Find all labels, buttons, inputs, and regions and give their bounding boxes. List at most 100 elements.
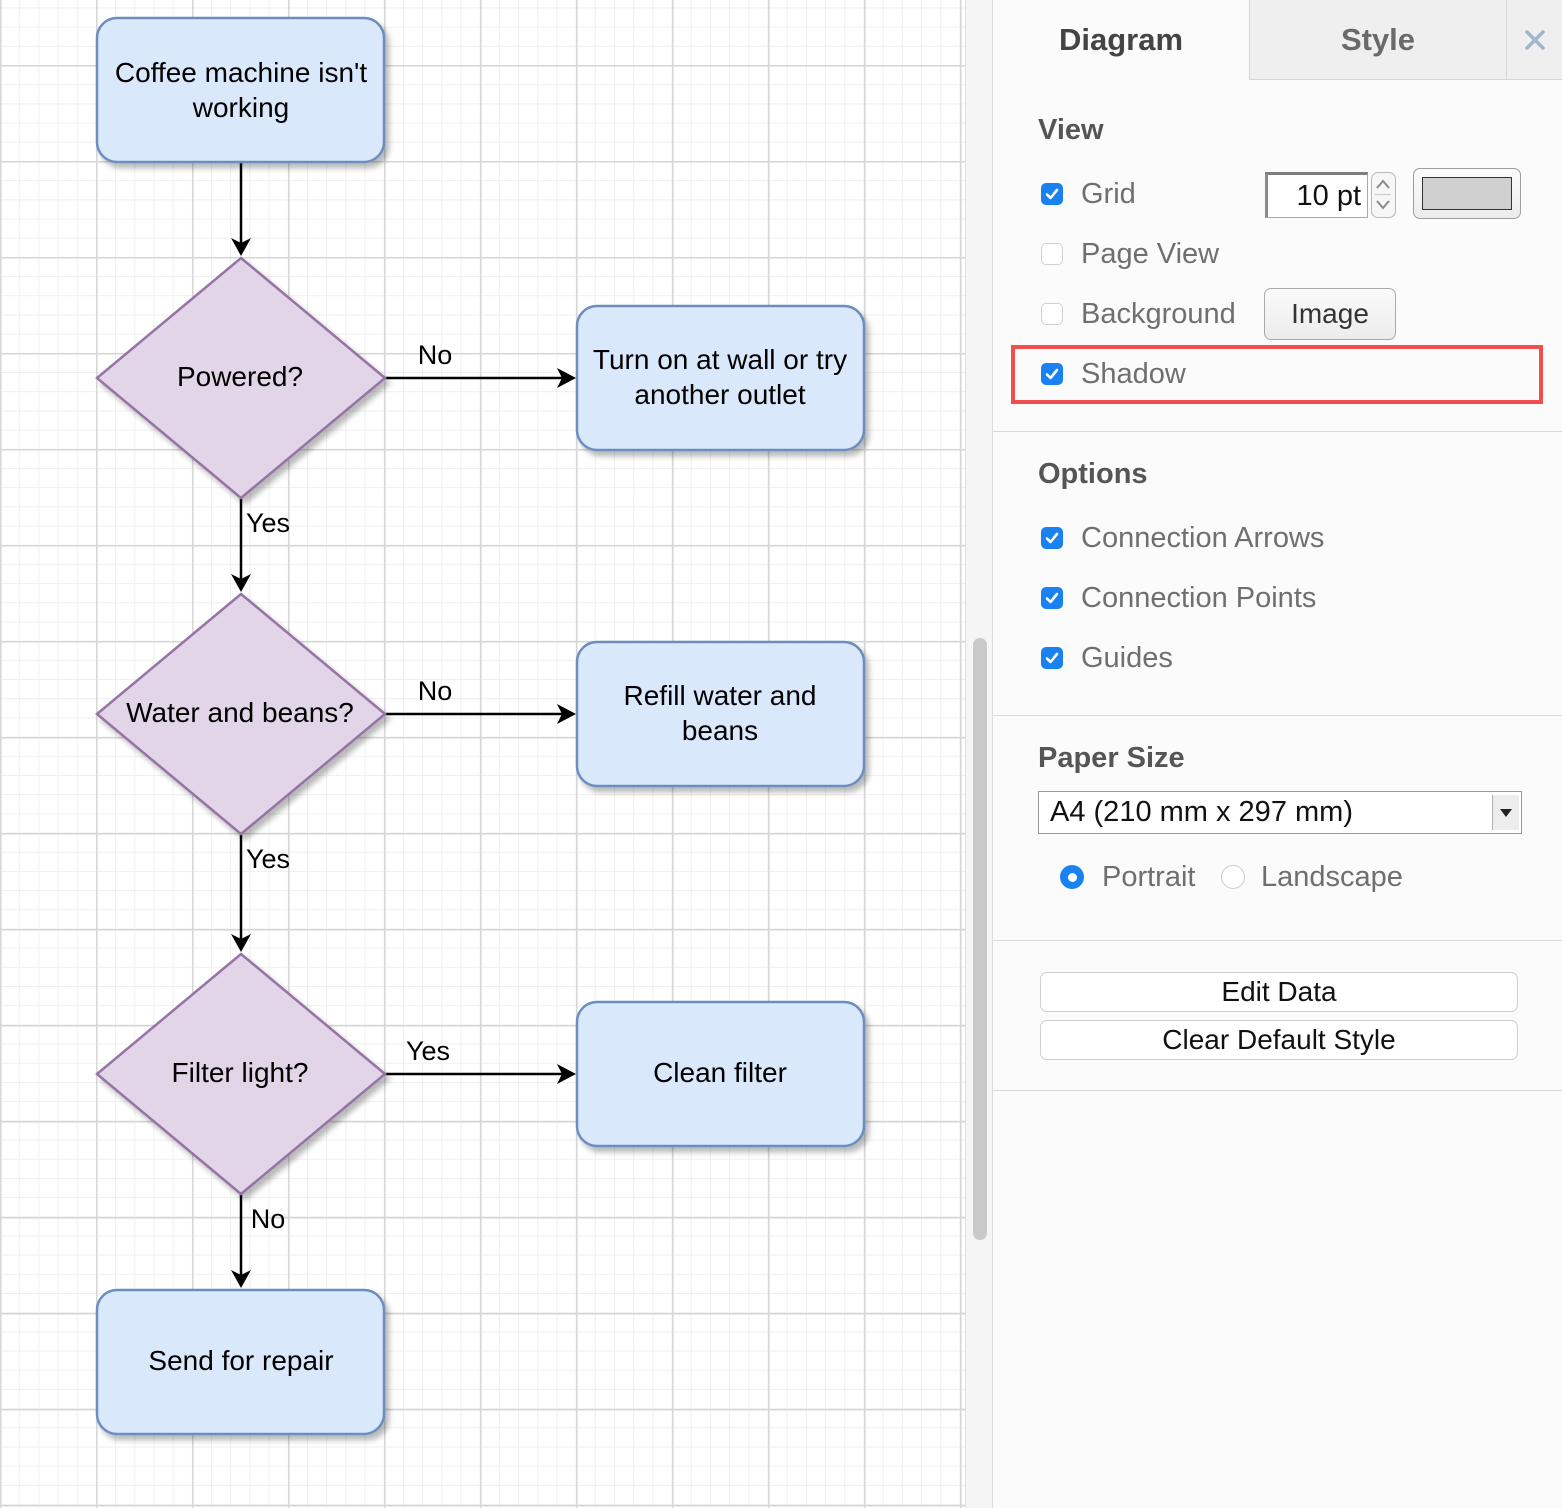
view-section-title: View: [1038, 114, 1104, 146]
arrowhead: [557, 704, 576, 724]
canvas-scrollbar-track[interactable]: [965, 0, 993, 1508]
connection-points-checkbox[interactable]: [1041, 587, 1063, 609]
landscape-radio[interactable]: [1221, 865, 1245, 889]
grid-checkbox[interactable]: [1041, 183, 1063, 205]
node-powered[interactable]: Powered?: [95, 256, 387, 500]
connection-arrows-label: Connection Arrows: [1081, 521, 1325, 554]
background-image-button[interactable]: Image: [1264, 288, 1396, 340]
svg-text:Filter light?: Filter light?: [172, 1057, 309, 1088]
node-text-line: beans: [682, 715, 758, 746]
landscape-label: Landscape: [1261, 860, 1403, 893]
edit-data-button[interactable]: Edit Data: [1040, 972, 1518, 1012]
shadow-highlight-box: [1011, 345, 1543, 404]
checkmark-icon: [1045, 368, 1059, 380]
node-text-line: Send for repair: [148, 1345, 333, 1376]
checkmark-icon: [1045, 532, 1059, 544]
background-label: Background: [1081, 297, 1236, 330]
guides-checkbox[interactable]: [1041, 647, 1063, 669]
diagram-canvas[interactable]: No Yes No Yes Yes No Coffee machine isn'…: [0, 0, 965, 1508]
arrowhead: [557, 368, 576, 388]
page-view-label: Page View: [1081, 237, 1220, 270]
dropdown-arrow-icon: [1492, 795, 1519, 830]
edge-label-water-yes[interactable]: Yes: [246, 844, 290, 874]
tab-style-label: Style: [1340, 21, 1416, 57]
format-panel: Diagram Style View Grid 10 pt Page View …: [993, 0, 1562, 1508]
node-filter-light[interactable]: Filter light?: [95, 952, 387, 1196]
arrowhead: [557, 1064, 576, 1084]
tab-diagram-label: Diagram: [1058, 22, 1184, 57]
grid-color-swatch: [1422, 177, 1512, 210]
node-text-line: Turn on at wall or try: [593, 344, 847, 375]
node-text-line: another outlet: [634, 379, 805, 410]
grid-size-input[interactable]: 10 pt: [1265, 172, 1368, 218]
arrowhead: [231, 1270, 251, 1288]
tab-style[interactable]: Style: [1249, 0, 1506, 80]
grid-size-stepper[interactable]: [1371, 172, 1396, 218]
svg-text:Send for repair: Send for repair: [148, 1345, 333, 1376]
close-panel-button[interactable]: [1506, 0, 1562, 80]
node-text-line: Clean filter: [653, 1057, 787, 1088]
edge-label-powered-no[interactable]: No: [418, 340, 453, 370]
arrowhead: [231, 934, 251, 952]
svg-text:Water and beans?: Water and beans?: [126, 697, 354, 728]
node-refill[interactable]: Refill water and beans: [575, 640, 866, 788]
guides-option[interactable]: Guides: [1041, 641, 1173, 675]
node-text-line: working: [192, 92, 289, 123]
background-option[interactable]: Background: [1041, 297, 1236, 331]
node-repair[interactable]: Send for repair: [95, 1288, 386, 1436]
svg-text:Powered?: Powered?: [177, 361, 303, 392]
node-turn-on[interactable]: Turn on at wall or try another outlet: [575, 304, 866, 452]
paper-size-select[interactable]: A4 (210 mm x 297 mm): [1038, 791, 1522, 834]
node-text-line: Coffee machine isn't: [115, 57, 368, 88]
node-start[interactable]: Coffee machine isn't working: [95, 16, 386, 164]
page-view-option[interactable]: Page View: [1041, 237, 1219, 271]
shadow-label: Shadow: [1081, 357, 1186, 390]
connection-points-label: Connection Points: [1081, 581, 1317, 614]
node-text-line: Filter light?: [172, 1057, 309, 1088]
node-text-line: Water and beans?: [126, 697, 354, 728]
shadow-checkbox[interactable]: [1041, 363, 1063, 385]
clear-default-style-button[interactable]: Clear Default Style: [1040, 1020, 1518, 1060]
section-divider: [993, 940, 1562, 941]
edge-label-filter-yes[interactable]: Yes: [406, 1036, 450, 1066]
checkmark-icon: [1045, 188, 1059, 200]
guides-label: Guides: [1081, 641, 1173, 674]
portrait-option[interactable]: Portrait: [1060, 858, 1195, 896]
grid-color-button[interactable]: [1413, 168, 1521, 219]
background-checkbox[interactable]: [1041, 303, 1063, 325]
checkmark-icon: [1045, 592, 1059, 604]
node-clean-filter[interactable]: Clean filter: [575, 1000, 866, 1148]
shadow-option[interactable]: Shadow: [1041, 357, 1186, 391]
edge-label-powered-yes[interactable]: Yes: [246, 508, 290, 538]
portrait-label: Portrait: [1102, 860, 1196, 893]
connection-arrows-option[interactable]: Connection Arrows: [1041, 521, 1324, 555]
arrowhead: [231, 574, 251, 592]
canvas-scrollbar-thumb[interactable]: [973, 638, 987, 1240]
landscape-option[interactable]: Landscape: [1221, 858, 1403, 896]
flowchart: No Yes No Yes Yes No Coffee machine isn'…: [95, 16, 866, 1436]
stepper-arrows-icon: [1375, 179, 1391, 210]
connection-arrows-checkbox[interactable]: [1041, 527, 1063, 549]
close-icon: [1524, 29, 1545, 50]
grid-option[interactable]: Grid: [1041, 177, 1136, 211]
options-section-title: Options: [1038, 458, 1148, 490]
edge-label-filter-no[interactable]: No: [251, 1204, 286, 1234]
paper-size-section-title: Paper Size: [1038, 742, 1185, 774]
node-text-line: Powered?: [177, 361, 303, 392]
page-view-checkbox[interactable]: [1041, 243, 1063, 265]
edges: [231, 162, 576, 1288]
arrowhead: [231, 238, 251, 256]
portrait-radio[interactable]: [1060, 865, 1084, 889]
svg-text:Clean filter: Clean filter: [653, 1057, 787, 1088]
paper-size-value: A4 (210 mm x 297 mm): [1050, 796, 1353, 828]
edge-label-water-no[interactable]: No: [418, 676, 453, 706]
connection-points-option[interactable]: Connection Points: [1041, 581, 1316, 615]
tab-diagram[interactable]: Diagram: [993, 0, 1249, 80]
grid-label: Grid: [1081, 177, 1136, 210]
node-text-line: Refill water and: [624, 680, 817, 711]
node-water-beans[interactable]: Water and beans?: [95, 592, 387, 836]
section-divider: [993, 715, 1562, 716]
